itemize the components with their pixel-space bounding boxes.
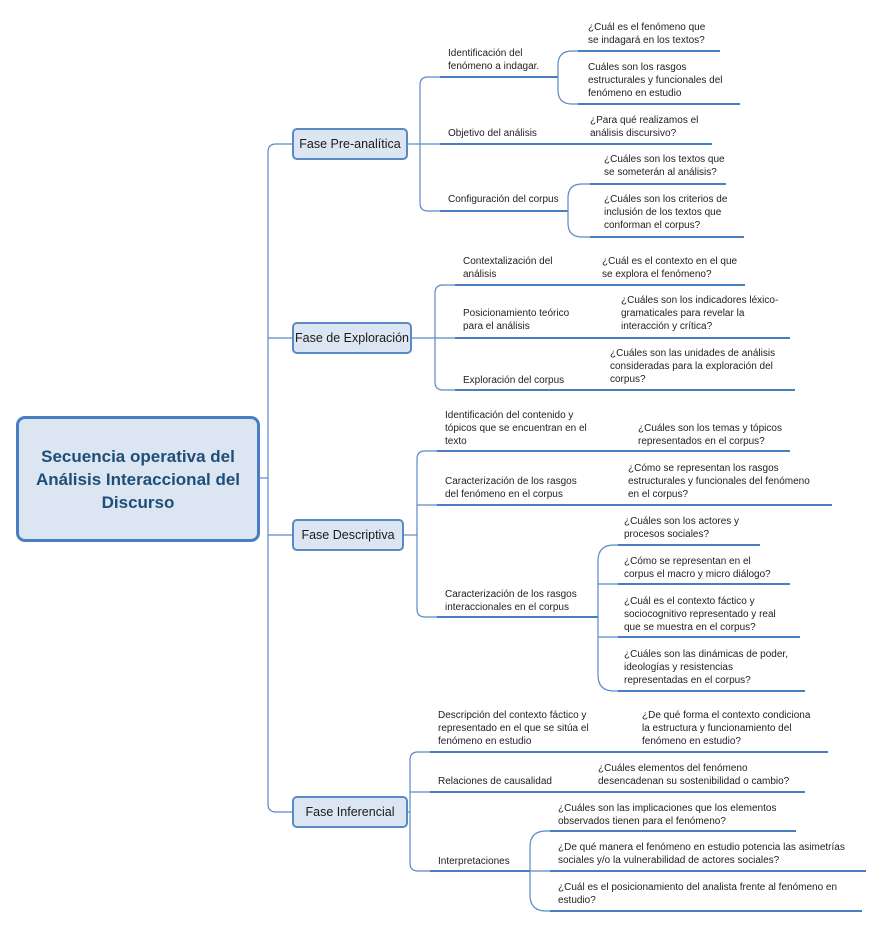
question-label: ¿Cuáles son las implicaciones que los el… [558, 803, 777, 827]
branch-label: Posicionamiento teórico para el análisis [463, 308, 570, 332]
question-label: ¿De qué manera el fenómeno en estudio po… [558, 842, 845, 866]
root-title: Secuencia operativa del Análisis Interac… [35, 446, 241, 512]
question-label: ¿Cuáles son las unidades de análisis con… [610, 348, 776, 385]
branch-label: Identificación del fenómeno a indagar. [448, 48, 540, 72]
connector-line [567, 183, 590, 238]
phase-node-pre-analitica: Fase Pre-analítica [292, 128, 408, 160]
question-label: ¿Cuál es el contexto en el que se explor… [602, 256, 738, 280]
connector-line [267, 143, 292, 813]
question-label: ¿De qué forma el contexto condiciona la … [642, 710, 811, 747]
question-label: ¿Cuáles son los criterios de inclusión d… [604, 194, 728, 231]
phase-node-descriptiva: Fase Descriptiva [292, 519, 404, 551]
connector-line [557, 50, 578, 105]
question-label: ¿Cómo se representan los rasgos estructu… [628, 463, 810, 500]
question-label: ¿Cuáles son los textos que se someterán … [604, 154, 725, 178]
branch-label: Objetivo del análisis [448, 128, 537, 139]
question-label: ¿Cuáles son las dinámicas de poder, ideo… [624, 649, 788, 686]
phase-node-inferencial: Fase Inferencial [292, 796, 408, 828]
connector-line [597, 544, 618, 692]
question-label: ¿Cómo se representan en el corpus el mac… [624, 556, 771, 580]
branch-label: Descripción del contexto fáctico y repre… [438, 710, 589, 747]
question-label: ¿Cuál es el fenómeno que se indagará en … [588, 22, 706, 46]
branch-label: Contextalización del análisis [463, 256, 553, 280]
question-label: ¿Cuáles son los temas y tópicos represen… [638, 423, 782, 447]
question-label: ¿Cuáles son los indicadores léxico- gram… [621, 295, 779, 332]
question-label: ¿Para qué realizamos el análisis discurs… [590, 115, 699, 139]
question-label: Cuáles son los rasgos estructurales y fu… [588, 62, 723, 99]
branch-label: Caracterización de los rasgos interaccio… [445, 589, 577, 613]
connector-line [416, 450, 437, 618]
root-node: Secuencia operativa del Análisis Interac… [16, 416, 260, 542]
question-label: ¿Cuál es el posicionamiento del analista… [558, 882, 838, 906]
question-label: ¿Cuáles elementos del fenómeno desencade… [598, 763, 790, 787]
question-label: ¿Cuáles son los actores y procesos socia… [624, 516, 740, 540]
connector-line [409, 751, 430, 872]
branch-label: Relaciones de causalidad [438, 776, 552, 787]
question-label: ¿Cuál es el contexto fáctico y sociocogn… [624, 596, 776, 633]
branch-label: Exploración del corpus [463, 375, 565, 386]
phase-node-exploracion: Fase de Exploración [292, 322, 412, 354]
branch-label: Identificación del contenido y tópicos q… [445, 410, 587, 447]
branch-label: Caracterización de los rasgos del fenóme… [445, 476, 577, 500]
branch-label: Interpretaciones [438, 856, 510, 867]
branch-label: Configuración del corpus [448, 194, 559, 205]
